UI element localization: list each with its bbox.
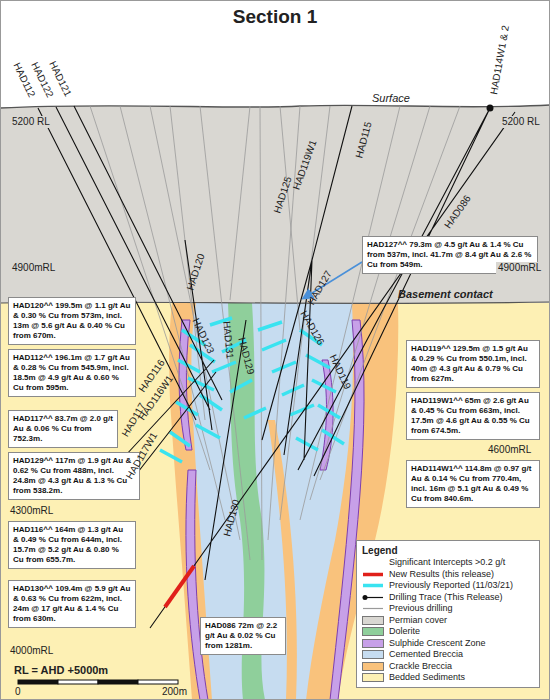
callout-text: HAD086 72m @ 2.2 g/t Au & 0.02 % Cu from… (205, 621, 281, 651)
legend-row: Cemented Breccia (362, 649, 534, 661)
intercept-callout: HAD112^^ 196.1m @ 1.7 g/t Au & 0.28 % Cu… (8, 349, 136, 397)
rl-label: 4000mRL (10, 645, 53, 657)
rl-label: 5200 RL (10, 116, 52, 128)
callout-text: HAD117^^ 83.7m @ 2.0 g/t Au & 0.06 % Cu … (13, 414, 113, 444)
datum-note: RL = AHD +5000m (14, 664, 108, 676)
rl-label: 4300mRL (10, 505, 53, 517)
legend-line-sample (362, 604, 384, 613)
legend-text: Crackle Breccia (389, 661, 452, 673)
legend-swatch (362, 639, 384, 648)
callout-text: HAD116^^ 164m @ 1.3 g/t Au & 0.49 % Cu f… (13, 525, 131, 565)
legend-row: Previously Reported (11/03/21) (362, 580, 534, 592)
intercept-callout: HAD116^^ 164m @ 1.3 g/t Au & 0.49 % Cu f… (8, 521, 136, 569)
intercept-callout: HAD119W1^^ 65m @ 2.6 g/t Au & 0.45 % Cu … (406, 392, 540, 440)
legend-row: Bedded Sediments (362, 672, 534, 684)
rl-label: 4600mRL (488, 444, 531, 456)
legend-text: Bedded Sediments (389, 672, 465, 684)
callout-text: HAD119W1^^ 65m @ 2.6 g/t Au & 0.45 % Cu … (411, 396, 535, 436)
legend-text: Permian cover (389, 615, 447, 627)
legend-swatch (362, 673, 384, 682)
intercept-callout: HAD130^^ 109.4m @ 5.9 g/t Au & 0.63 % Cu… (8, 580, 136, 628)
callout-text: HAD130^^ 109.4m @ 5.9 g/t Au & 0.63 % Cu… (13, 584, 131, 624)
sulphide-crescent (179, 320, 364, 700)
legend-text: Cemented Breccia (389, 649, 463, 661)
legend-text: New Results (this release) (389, 569, 494, 581)
previous-drilling (90, 106, 460, 560)
contact-label: Basement contact (398, 288, 493, 300)
intercept-callout: HAD119^^ 129.5m @ 1.5 g/t Au & 0.29 % Cu… (406, 340, 540, 388)
callout-text: HAD112^^ 196.1m @ 1.7 g/t Au & 0.28 % Cu… (13, 353, 131, 393)
intercept-callout: HAD129^^ 117m @ 1.9 g/t Au & 0.62 % Cu f… (8, 452, 140, 500)
scale-label: 0 (15, 686, 21, 698)
surface-label: Surface (372, 92, 410, 104)
bedded-sediments (0, 300, 550, 700)
legend-row: Dolerite (362, 626, 534, 638)
legend-text: Previous drilling (389, 603, 453, 615)
diagram-title: Section 1 (0, 6, 550, 28)
callout-text: HAD129^^ 117m @ 1.9 g/t Au & 0.62 % Cu f… (13, 456, 135, 496)
legend-row: Previous drilling (362, 603, 534, 615)
legend-text: Dolerite (389, 626, 420, 638)
legend-row: Significant Intercepts >0.2 g/t (362, 557, 534, 569)
legend-row: Permian cover (362, 615, 534, 627)
callout-text: HAD114W1^^ 114.8m @ 0.97 g/t Au & 0.14 %… (411, 464, 535, 504)
permian-cover (0, 105, 550, 303)
cemented-breccia (191, 303, 353, 700)
scale-label: 200m (162, 686, 187, 698)
scale-bar (18, 680, 178, 684)
legend-row: Drilling Trace (This Release) (362, 592, 534, 604)
new-intercept (165, 566, 194, 607)
legend-swatch (362, 650, 384, 659)
intercept-callout: HAD117^^ 83.7m @ 2.0 g/t Au & 0.06 % Cu … (8, 410, 118, 448)
legend-title: Legend (362, 544, 534, 557)
legend-row: New Results (this release) (362, 569, 534, 581)
legend-row: Sulphide Crescent Zone (362, 638, 534, 650)
legend-swatch (362, 627, 384, 636)
legend-line-sample (362, 558, 384, 567)
surface-line (0, 105, 550, 108)
callout-text: HAD119^^ 129.5m @ 1.5 g/t Au & 0.29 % Cu… (411, 344, 535, 384)
legend-line-sample (362, 570, 384, 579)
legend-box: LegendSignificant Intercepts >0.2 g/tNew… (356, 540, 540, 688)
rl-label: 4900mRL (496, 262, 543, 274)
legend-line-sample (362, 581, 384, 590)
collar-dot (487, 105, 494, 112)
rl-label: 5200 RL (500, 116, 542, 128)
callout-text: HAD120^^ 199.5m @ 1.1 g/t Au & 0.30 % Cu… (13, 301, 131, 341)
legend-text: Sulphide Crescent Zone (389, 638, 486, 650)
intercept-callout: HAD120^^ 199.5m @ 1.1 g/t Au & 0.30 % Cu… (8, 297, 136, 345)
rl-label: 4900mRL (10, 262, 57, 274)
crackle-breccia (268, 420, 297, 700)
legend-text: Significant Intercepts >0.2 g/t (389, 557, 505, 569)
legend-line-sample (362, 593, 384, 602)
intercept-callout: HAD114W1^^ 114.8m @ 0.97 g/t Au & 0.14 %… (406, 460, 540, 508)
legend-text: Previously Reported (11/03/21) (389, 580, 513, 592)
intercept-callout: HAD086 72m @ 2.2 g/t Au & 0.02 % Cu from… (200, 617, 286, 655)
legend-swatch (362, 662, 384, 671)
legend-row: Crackle Breccia (362, 661, 534, 673)
legend-text: Drilling Trace (This Release) (389, 592, 503, 604)
legend-swatch (362, 616, 384, 625)
